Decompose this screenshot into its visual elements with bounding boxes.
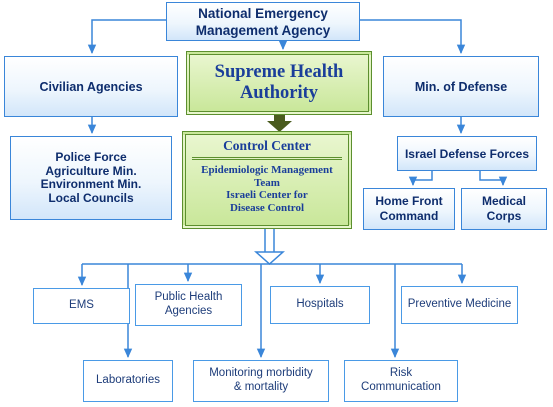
supreme-health-authority-node: Supreme Health Authority (186, 51, 372, 115)
hospitals-label: Hospitals (296, 298, 344, 311)
civilian-item-councils: Local Councils (48, 190, 134, 205)
bus-split-arrowhead (254, 251, 285, 266)
ems-node: EMS (33, 288, 130, 324)
supreme-line1: Supreme Health (214, 62, 344, 82)
risk-line2: Communication (361, 381, 441, 393)
arrow-to-medical (479, 171, 508, 187)
civilian-item-police: Police Force (55, 150, 127, 164)
hospitals-node: Hospitals (270, 286, 370, 324)
israel-defense-forces-node: Israel Defense Forces (397, 136, 537, 171)
public-health-agencies-node: Public Health Agencies (135, 284, 242, 326)
control-divider (192, 157, 342, 160)
defense-label: Min. of Defense (414, 79, 508, 94)
home-front-command-node: Home Front Command (363, 188, 455, 230)
arrow-to-home-front (408, 171, 433, 187)
preventive-medicine-node: Preventive Medicine (401, 286, 518, 324)
public-health-line2: Agencies (164, 305, 213, 317)
arrow-supreme-to-control (267, 115, 292, 132)
civilian-agencies-node: Civilian Agencies (4, 56, 178, 117)
laboratories-label: Laboratories (96, 374, 160, 387)
medical-line2: Corps (486, 209, 522, 223)
home-front-line1: Home Front (375, 194, 443, 208)
control-item-3: Israeli Center for (226, 189, 308, 201)
supreme-line2: Authority (239, 83, 319, 103)
top-line1: National Emergency (198, 5, 328, 21)
monitoring-line2: & mortality (233, 381, 289, 393)
monitoring-line1: Monitoring morbidity (209, 367, 313, 380)
control-title: Control Center (223, 138, 311, 153)
preventive-label: Preventive Medicine (407, 298, 512, 311)
control-item-4: Disease Control (229, 201, 305, 214)
medical-line1: Medical (481, 194, 526, 208)
control-item-2: Team (254, 176, 280, 189)
control-center-node: Control Center Epidemiologic Management … (182, 131, 352, 229)
bus-stem (264, 229, 275, 252)
monitoring-morbidity-node: Monitoring morbidity & mortality (193, 360, 329, 402)
idf-label: Israel Defense Forces (404, 146, 530, 161)
arrow-to-civilian (87, 19, 166, 55)
public-health-line1: Public Health (154, 291, 223, 304)
ems-label: EMS (69, 299, 94, 312)
ministry-of-defense-node: Min. of Defense (383, 56, 539, 117)
national-emergency-management-agency-node: National Emergency Management Agency (166, 2, 360, 41)
home-front-line2: Command (379, 209, 439, 223)
laboratories-node: Laboratories (83, 360, 173, 402)
risk-communication-node: Risk Communication (344, 360, 458, 402)
civilian-item-environment: Environment Min. (40, 177, 142, 191)
top-line2: Management Agency (195, 22, 331, 38)
control-item-1: Epidemiologic Management (201, 164, 333, 176)
civilian-list-node: Police Force Agriculture Min. Environmen… (10, 136, 172, 220)
arrow-to-defense (360, 19, 466, 55)
civilian-label: Civilian Agencies (39, 79, 143, 94)
risk-line1: Risk (389, 367, 413, 380)
civilian-item-agriculture: Agriculture Min. (45, 163, 137, 178)
medical-corps-node: Medical Corps (461, 188, 547, 230)
